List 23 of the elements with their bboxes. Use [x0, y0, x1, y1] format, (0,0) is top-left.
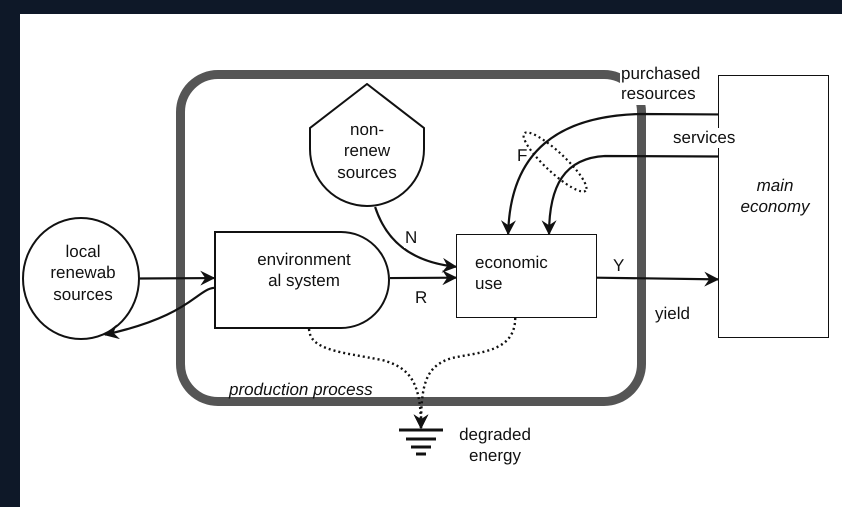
arrow: [542, 154, 718, 236]
storage-tank: [309, 83, 425, 207]
annotation-label: F: [517, 145, 528, 166]
arrow: [374, 206, 458, 272]
arrow: [596, 272, 720, 287]
node-label: main economy: [740, 175, 812, 218]
edge-label: services: [672, 128, 736, 148]
dotted-arrow: [414, 318, 516, 430]
caption-text: degraded energy: [458, 424, 532, 466]
node-label: non-renew sources: [336, 119, 398, 183]
producer-box: [214, 231, 390, 329]
arrow: [502, 112, 718, 236]
node-label: economic use: [475, 252, 549, 294]
arrow: [140, 270, 216, 286]
annotation-label: yield: [655, 303, 690, 324]
node-label: environment al system: [256, 249, 352, 292]
node-label: local renewab sources: [49, 241, 117, 305]
heat-sink-icon: [398, 428, 444, 456]
arrow: [390, 270, 458, 286]
node-label: production process: [229, 379, 374, 400]
edge-label: N: [404, 228, 418, 248]
arrow: [104, 286, 214, 339]
process-box: [456, 234, 597, 318]
